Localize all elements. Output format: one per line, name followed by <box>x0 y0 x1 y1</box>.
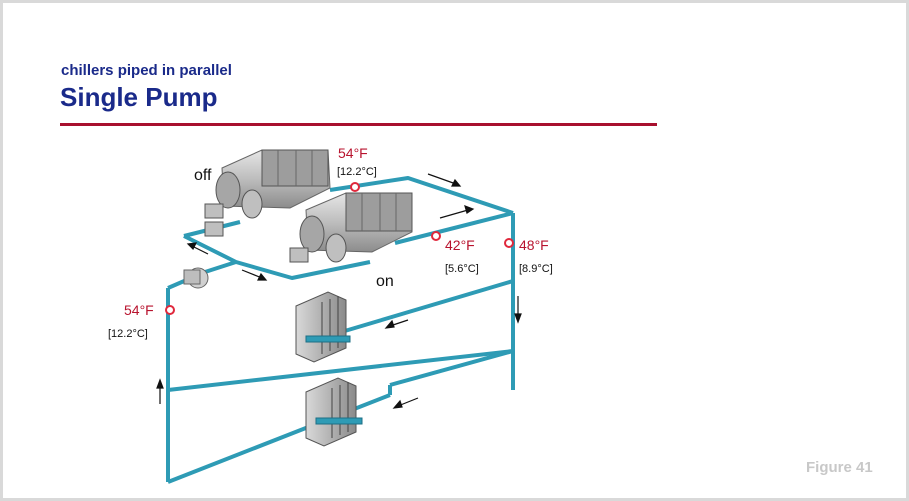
sensor-return-main <box>165 305 175 315</box>
pipe-chiller-on-supply <box>394 211 514 245</box>
cooling-coil-2 <box>305 377 363 447</box>
temp-c-return-main: [12.2°C] <box>108 328 148 340</box>
chiller-on <box>289 192 413 263</box>
slide-subtitle: chillers piped in parallel <box>61 62 232 79</box>
chiller-off <box>204 149 331 237</box>
flow-arrow-chiller-on <box>439 205 475 219</box>
flow-arrow-supply-down <box>514 296 522 324</box>
figure-label: Figure 41 <box>806 459 873 476</box>
temp-f-return-main: 54°F <box>124 302 154 318</box>
flow-arrow-return-up <box>156 378 164 404</box>
flow-arrows <box>156 173 522 409</box>
pipe-coil2-supply <box>389 349 514 387</box>
temp-f-supply-main: 48°F <box>519 237 549 253</box>
slide-title: Single Pump <box>60 82 218 112</box>
flow-arrow-manifold-right <box>241 269 268 281</box>
pipe-coil2-return <box>167 393 391 484</box>
chiller-off-label: off <box>194 167 212 184</box>
sensors <box>165 182 514 315</box>
sensor-chiller-on-outlet <box>431 231 441 241</box>
sensor-supply-main <box>504 238 514 248</box>
pipe-chiller-return-manifold <box>183 234 371 280</box>
title-underline <box>60 123 657 126</box>
flow-arrow-manifold-left <box>186 242 209 255</box>
flow-arrow-top-right <box>427 173 462 187</box>
cooling-coil-1 <box>295 291 351 363</box>
pump <box>183 267 209 289</box>
temp-c-chiller-supply-top: [12.2°C] <box>337 166 377 178</box>
temp-f-chiller-supply-top: 54°F <box>338 145 368 161</box>
temp-c-supply-main: [8.9°C] <box>519 263 553 275</box>
temp-c-chiller-on-outlet: [5.6°C] <box>445 263 479 275</box>
flow-arrow-coil1 <box>384 319 409 329</box>
temp-f-chiller-on-outlet: 42°F <box>445 237 475 253</box>
pipe-coil1-supply <box>337 279 514 335</box>
chiller-on-label: on <box>376 273 394 290</box>
sensor-chiller-supply-top <box>350 182 360 192</box>
flow-arrow-coil2 <box>392 397 419 409</box>
pipe-coil1-return <box>167 349 514 392</box>
